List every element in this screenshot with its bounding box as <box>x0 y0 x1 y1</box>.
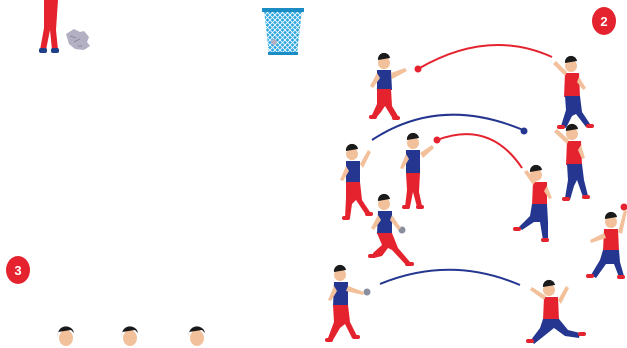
player-red-shirt-1 <box>553 56 594 129</box>
player-red-shirt-5 <box>526 280 586 344</box>
player-red-shirt-3 <box>513 165 552 242</box>
player-red-shirt-4 <box>586 210 627 279</box>
player-head-icon <box>189 326 205 346</box>
wastebasket-icon <box>262 8 304 55</box>
player-blue-shirt-5 <box>325 265 364 342</box>
player-blue-shirt-3 <box>400 133 434 209</box>
player-blue-shirt-2 <box>340 144 373 220</box>
pass-trajectories <box>372 45 552 285</box>
player-head-icon <box>122 326 138 346</box>
player-blue-shirt-1 <box>369 53 407 120</box>
player-red-shirt-2 <box>554 124 590 201</box>
crumpled-paper-icon <box>66 29 90 50</box>
player-head-icon <box>58 326 74 346</box>
player-partial-top-left <box>39 0 59 53</box>
